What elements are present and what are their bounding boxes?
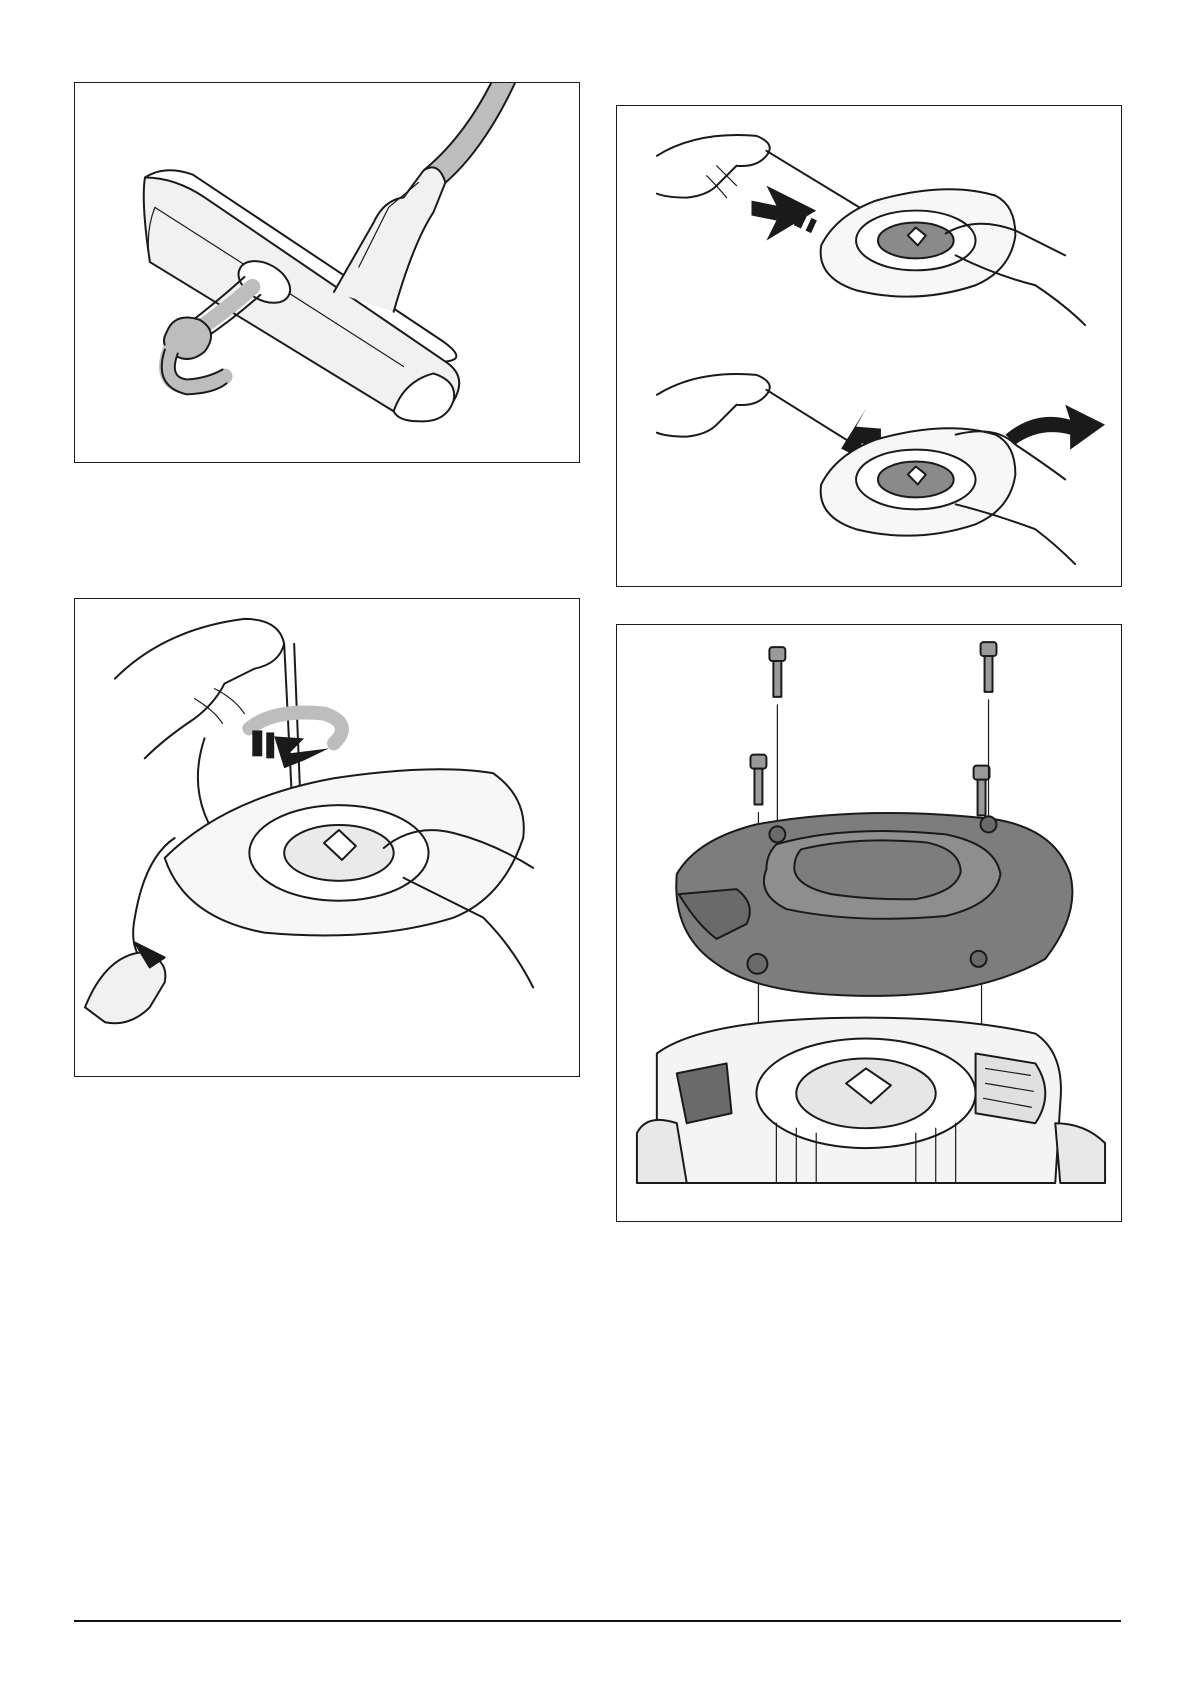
figure-t-handle-knot	[74, 82, 580, 463]
recoil-rope-pull-illustration	[617, 106, 1121, 586]
screw-icon	[750, 755, 766, 805]
figure-recoil-rope-pull	[616, 105, 1122, 587]
screw-icon	[769, 647, 785, 697]
recoil-spring-tension-illustration	[75, 599, 579, 1076]
screw-icon	[981, 642, 997, 692]
figure-recoil-spring-tension	[74, 598, 580, 1077]
footer-rule	[74, 1620, 1121, 1622]
arrow-left-icon	[751, 186, 816, 241]
figure-starter-cover-screws	[616, 624, 1122, 1222]
starter-cover-screws-illustration	[617, 625, 1121, 1221]
t-handle-knot-illustration	[75, 83, 579, 462]
rotate-arrow-icon	[1005, 405, 1105, 450]
rotate-arrow-icon	[274, 736, 329, 768]
screw-icon	[974, 766, 990, 816]
